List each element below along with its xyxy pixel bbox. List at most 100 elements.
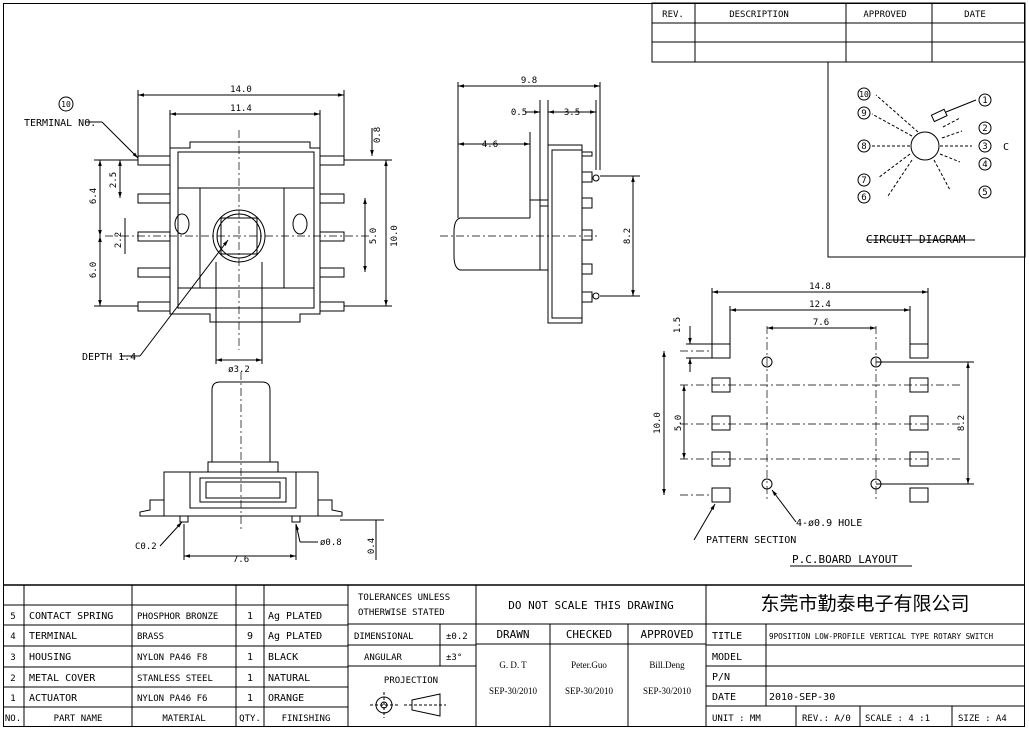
pcb-layout-labels: 14.8 12.4 7.6 1.5 10.0 5.0 8.2 4-ø0.9 HO… bbox=[653, 282, 967, 566]
drawn-header: DRAWN bbox=[496, 628, 529, 641]
dim-pin-dia: ø0.8 bbox=[320, 538, 342, 548]
bom-no: 4 bbox=[10, 632, 15, 642]
pin-label: 4 bbox=[982, 160, 987, 170]
pin-label: 10 bbox=[859, 90, 869, 99]
tolerances-header-line2: OTHERWISE STATED bbox=[358, 608, 445, 618]
bom-no: 2 bbox=[10, 674, 15, 684]
projection-label: PROJECTION bbox=[384, 676, 438, 686]
bottom-view-labels: C0.2 7.6 ø0.8 0.4 bbox=[135, 538, 377, 565]
pin-label: 8 bbox=[861, 142, 866, 152]
signoff-block: DO NOT SCALE THIS DRAWING DRAWN CHECKED … bbox=[489, 599, 694, 696]
bom-header-qty: QTY. bbox=[239, 714, 261, 724]
bom-no: 1 bbox=[10, 694, 15, 704]
pin-label: 1 bbox=[982, 96, 987, 106]
terminal-number: 10 bbox=[61, 100, 71, 109]
bom-part-name: CONTACT SPRING bbox=[29, 611, 113, 622]
checked-date: SEP-30/2010 bbox=[565, 686, 614, 696]
dim-2-2: 2.2 bbox=[114, 232, 124, 248]
dim-8-2-pcb: 8.2 bbox=[957, 415, 967, 431]
date-value: 2010-SEP-30 bbox=[769, 692, 835, 703]
dim-shaft-dia: ø3.2 bbox=[228, 365, 250, 375]
dim-11-4: 11.4 bbox=[230, 104, 252, 114]
no-scale-notice: DO NOT SCALE THIS DRAWING bbox=[508, 599, 674, 612]
bom-header-no: NO. bbox=[5, 714, 21, 724]
common-label: C bbox=[1003, 142, 1009, 153]
bom-table: 5 CONTACT SPRING PHOSPHOR BRONZE 1 Ag PL… bbox=[5, 611, 331, 724]
bom-qty: 1 bbox=[247, 693, 253, 704]
front-view bbox=[58, 90, 392, 364]
bom-finishing: Ag PLATED bbox=[268, 631, 322, 642]
bom-material: NYLON PA46 F8 bbox=[137, 653, 207, 663]
tolerances-header-line1: TOLERANCES UNLESS bbox=[358, 593, 450, 603]
rev-header: REV. bbox=[662, 10, 684, 20]
dim-4-6: 4.6 bbox=[482, 140, 498, 150]
drawn-date: SEP-30/2010 bbox=[489, 686, 538, 696]
company-name: 东莞市勤泰电子有限公司 bbox=[760, 593, 969, 615]
dim-10-0-pcb: 10.0 bbox=[653, 412, 663, 434]
drawn-name: G. D. T bbox=[499, 660, 527, 670]
terminal-label: TERMINAL NO. bbox=[24, 118, 96, 129]
drawing-sheet bbox=[3, 3, 1025, 727]
title-label: TITLE bbox=[712, 631, 742, 642]
bom-header-material: MATERIAL bbox=[162, 714, 205, 724]
bom-no: 5 bbox=[10, 612, 15, 622]
checked-header: CHECKED bbox=[566, 628, 612, 641]
pin-label: 9 bbox=[861, 109, 866, 119]
rev-label: REV.: A/0 bbox=[802, 714, 851, 724]
bom-part-name: ACTUATOR bbox=[29, 693, 78, 704]
dim-14-8: 14.8 bbox=[809, 282, 831, 292]
bottom-view bbox=[139, 372, 384, 560]
dim-3-5: 3.5 bbox=[564, 108, 580, 118]
size-label: SIZE : A4 bbox=[958, 714, 1007, 724]
bom-finishing: BLACK bbox=[268, 652, 298, 663]
bom-finishing: Ag PLATED bbox=[268, 611, 322, 622]
bom-header-finishing: FINISHING bbox=[282, 714, 331, 724]
dim-10-0: 10.0 bbox=[390, 225, 400, 247]
circuit-diagram bbox=[827, 61, 1026, 258]
pn-label: P/N bbox=[712, 672, 730, 683]
bom-material: BRASS bbox=[137, 632, 164, 642]
front-view-labels: 10 TERMINAL NO. DEPTH 1.4 14.0 11.4 ø3.2… bbox=[24, 85, 400, 375]
dim-7-6-pcb: 7.6 bbox=[813, 318, 829, 328]
dim-7-6: 7.6 bbox=[233, 555, 249, 565]
bom-material: NYLON PA46 F6 bbox=[137, 694, 207, 704]
title-block: 东莞市勤泰电子有限公司 TITLE 9POSITION LOW-PROFILE … bbox=[712, 593, 1007, 724]
dim-6-4: 6.4 bbox=[89, 188, 99, 204]
unit-label: UNIT : MM bbox=[712, 714, 761, 724]
bom-finishing: NATURAL bbox=[268, 673, 310, 684]
dim-9-8: 9.8 bbox=[521, 76, 537, 86]
dimensional-value: ±0.2 bbox=[446, 632, 468, 642]
circuit-diagram-title: CIRCUIT DIAGRAM bbox=[866, 233, 966, 246]
side-view-labels: 9.8 0.5 3.5 4.6 8.2 bbox=[482, 76, 633, 244]
dim-6-0: 6.0 bbox=[89, 262, 99, 278]
depth-label: DEPTH 1.4 bbox=[82, 352, 136, 363]
approved-header: APPROVED bbox=[863, 10, 906, 20]
circuit-pin-labels: 1 2 3 4 5 6 7 8 9 10 C CIRCUIT DIAGRAM bbox=[859, 90, 1009, 246]
pcb-layout-title: P.C.BOARD LAYOUT bbox=[792, 553, 898, 566]
dim-0-5: 0.5 bbox=[511, 108, 527, 118]
dim-14-0: 14.0 bbox=[230, 85, 252, 95]
scale-label: SCALE : 4 :1 bbox=[865, 714, 930, 724]
pcb-layout bbox=[662, 288, 974, 567]
pin-label: 2 bbox=[982, 124, 987, 134]
pattern-section-label: PATTERN SECTION bbox=[706, 535, 796, 546]
pcb-pads bbox=[711, 343, 929, 503]
bom-part-name: HOUSING bbox=[29, 652, 71, 663]
approved-date: SEP-30/2010 bbox=[643, 686, 692, 696]
bom-material: PHOSPHOR BRONZE bbox=[137, 612, 218, 622]
pin-label: 3 bbox=[982, 142, 987, 152]
date-header: DATE bbox=[964, 10, 986, 20]
dim-5-0: 5.0 bbox=[369, 228, 379, 244]
bom-no: 3 bbox=[10, 653, 15, 663]
pin-circles bbox=[857, 87, 992, 204]
pin-label: 5 bbox=[982, 188, 987, 198]
bom-finishing: ORANGE bbox=[268, 693, 304, 704]
checked-name: Peter.Guo bbox=[571, 660, 607, 670]
pin-label: 7 bbox=[861, 176, 866, 186]
dim-0-8: 0.8 bbox=[373, 127, 383, 143]
title-block-grid bbox=[3, 584, 1025, 727]
bom-qty: 9 bbox=[247, 631, 253, 642]
bom-qty: 1 bbox=[247, 673, 253, 684]
dim-0-4: 0.4 bbox=[367, 538, 377, 554]
